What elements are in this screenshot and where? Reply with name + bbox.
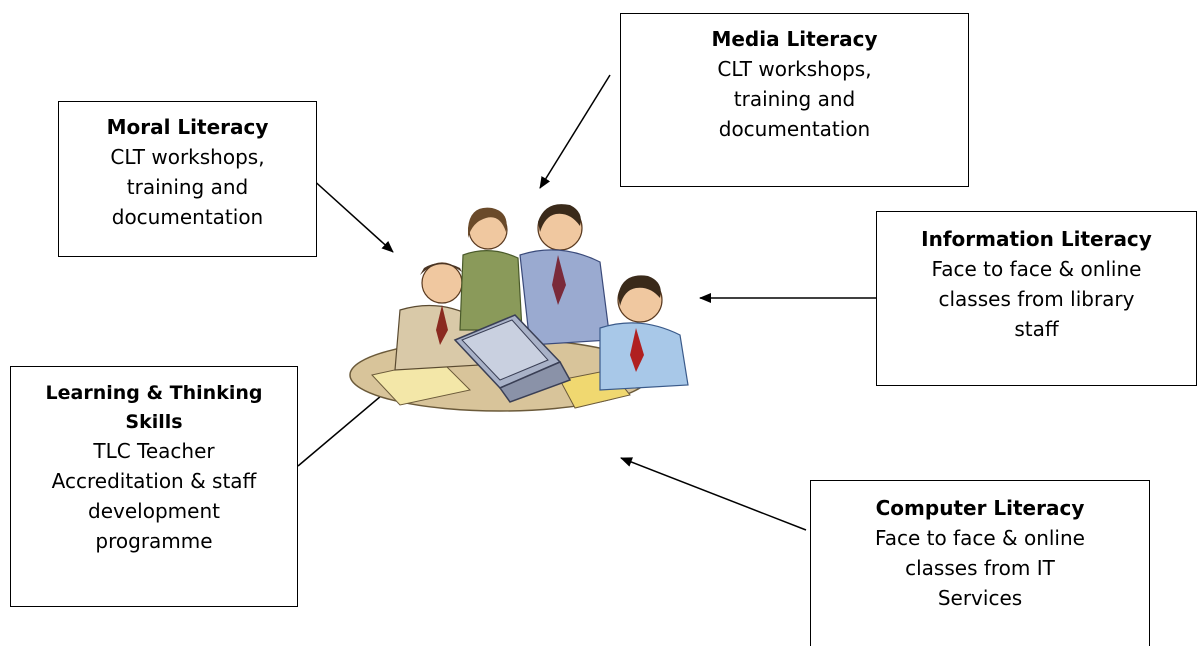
learning-thinking-title-line-2: Skills bbox=[125, 410, 183, 433]
information-literacy-line-1: Face to face & online bbox=[931, 257, 1142, 281]
information-literacy-line-3: staff bbox=[1014, 317, 1059, 341]
computer-literacy-box: Computer Literacy Face to face & online … bbox=[810, 480, 1150, 646]
media-literacy-line-3: documentation bbox=[718, 117, 871, 141]
learning-thinking-skills-box: Learning & Thinking Skills TLC Teacher A… bbox=[10, 366, 298, 607]
arrow-media bbox=[539, 74, 611, 189]
learning-thinking-line-2: Accreditation & staff bbox=[51, 469, 257, 493]
media-literacy-box: Media Literacy CLT workshops, training a… bbox=[620, 13, 969, 187]
moral-literacy-line-2: training and bbox=[126, 175, 249, 199]
media-literacy-line-2: training and bbox=[733, 87, 856, 111]
computer-literacy-line-1: Face to face & online bbox=[875, 526, 1085, 550]
information-literacy-title: Information Literacy bbox=[921, 227, 1152, 251]
learning-thinking-line-1: TLC Teacher bbox=[93, 439, 215, 463]
computer-literacy-line-3: Services bbox=[937, 586, 1023, 610]
computer-literacy-title: Computer Literacy bbox=[875, 496, 1085, 520]
media-literacy-title: Media Literacy bbox=[711, 27, 878, 51]
arrow-comp bbox=[620, 457, 807, 531]
learning-thinking-line-3: development bbox=[88, 499, 220, 523]
people-meeting-clipart-icon bbox=[349, 204, 689, 412]
media-literacy-line-1: CLT workshops, bbox=[717, 57, 872, 81]
information-literacy-line-2: classes from library bbox=[938, 287, 1135, 311]
computer-literacy-line-2: classes from IT bbox=[905, 556, 1055, 580]
learning-thinking-line-4: programme bbox=[95, 529, 213, 553]
moral-literacy-title: Moral Literacy bbox=[106, 115, 269, 139]
information-literacy-box: Information Literacy Face to face & onli… bbox=[876, 211, 1197, 386]
arrow-learn bbox=[297, 384, 395, 467]
moral-literacy-box: Moral Literacy CLT workshops, training a… bbox=[58, 101, 317, 257]
moral-literacy-line-1: CLT workshops, bbox=[110, 145, 265, 169]
learning-thinking-title-line-1: Learning & Thinking bbox=[45, 382, 263, 404]
moral-literacy-line-3: documentation bbox=[111, 205, 264, 229]
